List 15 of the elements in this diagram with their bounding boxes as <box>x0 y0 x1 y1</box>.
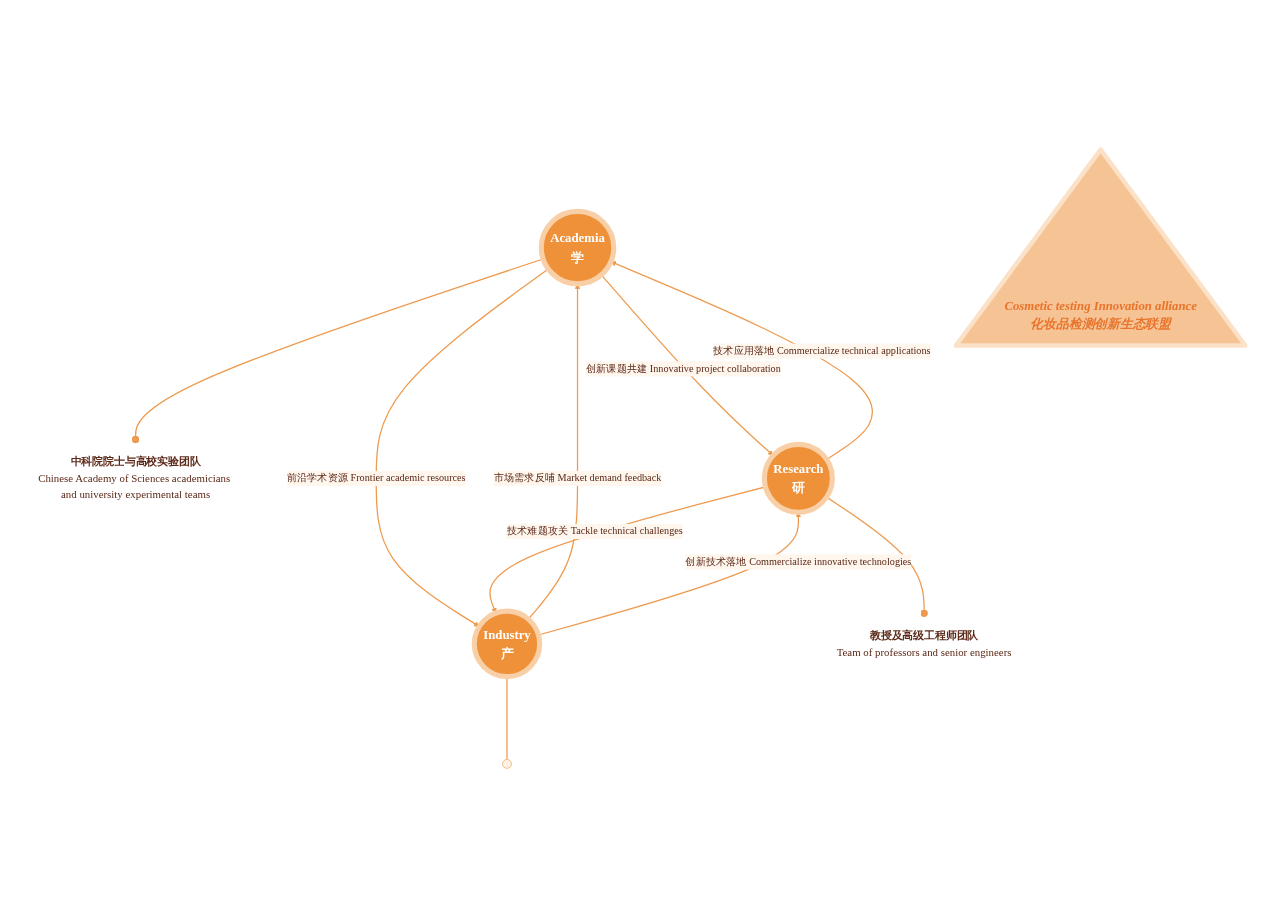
edge-label: 前沿学术资源 Frontier academic resources <box>286 472 466 484</box>
edge-label: 创新技术落地 Commercialize innovative technologies <box>685 556 912 568</box>
node-text: 教授及高级工程师团队 Team of professors and senior engineers <box>836 629 1012 658</box>
connector <box>826 496 928 618</box>
node-circle: Academia 学 <box>538 208 617 287</box>
edge-label: 技术难题攻关 Tackle technical challenges <box>506 525 683 537</box>
arrow <box>600 274 774 456</box>
edge-label: 创新课题共建 Innovative project collaboration <box>586 363 781 375</box>
node-circle: Research 研 <box>761 441 835 515</box>
arrow <box>375 268 549 627</box>
node-text: 中科院院士与高校实验团队 Chinese Academy of Sciences academicians and university experimental teams <box>38 455 231 501</box>
node-circle: Industry 产 <box>471 608 543 680</box>
edge-label: 技术应用落地 Commercialize technical applications <box>713 345 931 357</box>
edge-label: 市场需求反哺 Market demand feedback <box>493 472 662 484</box>
node-circle <box>502 759 512 769</box>
